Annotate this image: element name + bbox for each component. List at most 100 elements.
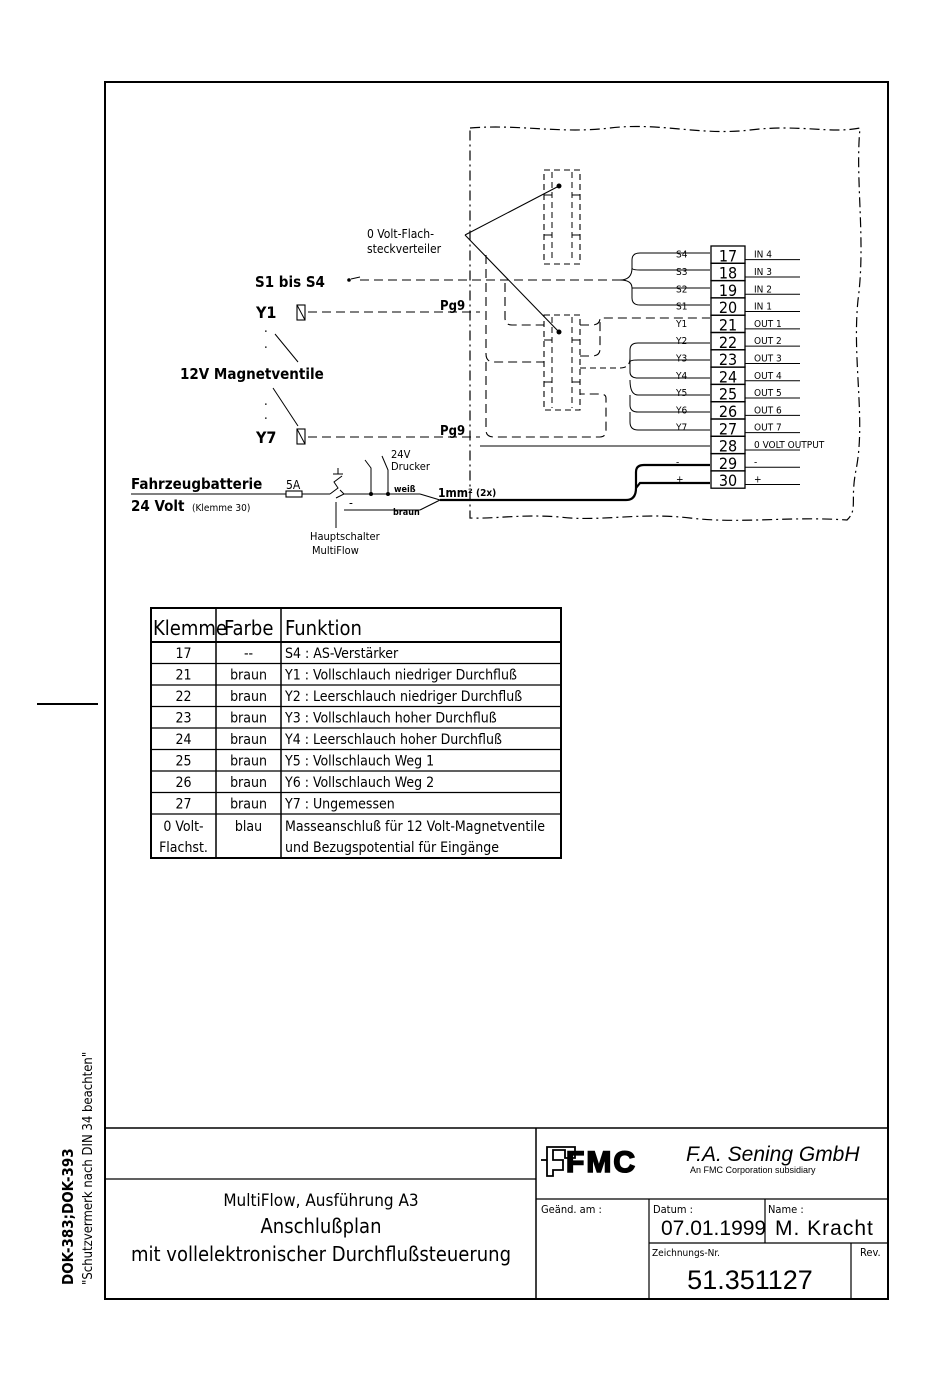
cable-gland-2: Pg9 (440, 424, 465, 439)
fuse-rating: 5A (286, 478, 301, 492)
valve-dot: . (264, 321, 268, 336)
terminal-wire-label: + (676, 475, 684, 486)
cable-count: (2x) (476, 488, 496, 499)
table-border (150, 607, 562, 859)
terminal-number: 21 (719, 316, 737, 335)
doc-ids: DOK-383;DOK-393 (59, 1148, 77, 1285)
table-cell-farbe: braun (230, 668, 267, 684)
terminal-number: 18 (719, 264, 737, 283)
table-cell-klemme: 22 (175, 689, 191, 705)
terminal-number: 25 (719, 385, 737, 404)
title-line-1: MultiFlow, Ausführung A3 (223, 1191, 418, 1211)
terminal-function: OUT 7 (754, 423, 782, 434)
table-cell-funktion: Y1 : Vollschlauch niedriger Durchfluß (284, 668, 517, 684)
table-cell-klemme: 23 (175, 711, 191, 727)
wire-brown-label: braun (393, 508, 420, 518)
date-value: 07.01.1999 (661, 1217, 766, 1240)
terminal-function: OUT 5 (754, 388, 782, 399)
main-switch-icon (329, 468, 345, 499)
table-cell-klemme: 24 (175, 732, 191, 748)
table-cell-klemme: 0 Volt- (163, 819, 203, 835)
table-cell-farbe: blau (235, 819, 262, 835)
terminal-function: IN 3 (754, 267, 772, 278)
valve-dot: . (264, 408, 268, 423)
terminal-function: OUT 6 (754, 405, 782, 416)
terminal-wire-label: Y6 (675, 405, 687, 416)
title-line-2: Anschlußplan (261, 1214, 382, 1238)
terminal-function: OUT 3 (754, 353, 782, 364)
terminal-wire-label: Y5 (675, 388, 687, 399)
main-switch-label-1: Hauptschalter (310, 530, 381, 543)
fmc-logo-text: FMC (566, 1146, 637, 1179)
terminal-wire-label: Y2 (675, 336, 687, 347)
table-cell-funktion: S4 : AS-Verstärker (285, 646, 399, 662)
title-block: FMC F.A. Sening GmbH An FMC Corporation … (105, 1127, 888, 1299)
terminal-wire-label: S1 (676, 302, 687, 313)
table-cell-funktion: Y5 : Vollschlauch Weg 1 (284, 754, 434, 770)
terminal-function: OUT 1 (754, 319, 782, 330)
terminal-function: OUT 4 (754, 371, 782, 382)
terminal-number: 23 (719, 350, 737, 369)
minus-label: - (349, 496, 353, 510)
wire-white-label: weiß (394, 485, 416, 495)
coil-y7-icon (296, 428, 306, 445)
flat-connector-upper (543, 169, 581, 265)
table-cell-klemme: 26 (175, 775, 191, 791)
table-cell-funktion: und Bezugspotential für Eingänge (285, 840, 499, 856)
terminal-function: IN 4 (754, 250, 772, 261)
pressure-label: Drucker (391, 460, 431, 473)
terminal-wire-label: Y1 (675, 319, 687, 330)
table-cell-klemme: 21 (175, 668, 191, 684)
inputs-label: S1 bis S4 (255, 273, 325, 291)
control-unit-outline (469, 125, 862, 521)
battery-terminal: (Klemme 30) (192, 503, 250, 514)
terminal-function: - (754, 457, 757, 468)
drawing-no: 51.351127 (687, 1265, 813, 1295)
table-cell-farbe: braun (230, 689, 267, 705)
valve-y1-label: Y1 (255, 303, 276, 322)
table-cell-farbe: braun (230, 754, 267, 770)
flat-connector-lower (543, 314, 581, 411)
terminal-number: 19 (719, 281, 737, 300)
terminal-number: 22 (719, 333, 737, 352)
table-cell-klemme: 25 (175, 754, 191, 770)
terminal-number: 24 (719, 367, 737, 386)
table-cell-funktion: Masseanschluß für 12 Volt-Magnetventile (285, 819, 545, 835)
terminal-wire-label: Y4 (675, 371, 687, 382)
terminal-function: OUT 2 (754, 336, 782, 347)
table-cell-funktion: Y6 : Vollschlauch Weg 2 (284, 775, 434, 791)
valve-dot: . (264, 337, 268, 352)
main-switch-label-2: MultiFlow (312, 544, 359, 557)
terminal-wire-label: S4 (676, 250, 688, 261)
internal-wiring (485, 255, 710, 438)
terminal-number: 30 (719, 471, 737, 490)
terminal-box (710, 470, 746, 489)
table-cell-farbe: braun (230, 732, 267, 748)
output-wires (308, 311, 710, 447)
supply-24v: 24V (391, 448, 411, 461)
battery-label-1: Fahrzeugbatterie (131, 475, 262, 493)
table-cell-funktion: Y4 : Leerschlauch hoher Durchfluß (284, 732, 502, 748)
name-value: M. Kracht (775, 1217, 874, 1240)
power-wires (470, 463, 710, 502)
flat-connector-label-1: 0 Volt-Flach- (367, 227, 434, 241)
date-label: Datum : (653, 1203, 693, 1216)
terminal-function: 0 VOLT OUTPUT (754, 440, 825, 451)
input-switch-icon (347, 276, 361, 282)
table-cell-farbe: -- (244, 646, 253, 662)
valves-label: 12V Magnetventile (180, 365, 324, 383)
table-cell-farbe: braun (230, 797, 267, 813)
input-wires (360, 252, 710, 306)
table-header-cell: Farbe (224, 616, 273, 640)
table-cell-farbe: braun (230, 711, 267, 727)
flat-connector-label-2: steckverteiler (367, 242, 442, 256)
cable-gland-1: Pg9 (440, 299, 465, 314)
table-header-cell: Funktion (285, 616, 362, 640)
company-subsidiary: An FMC Corporation subsidiary (690, 1165, 816, 1175)
valve-dot: . (264, 394, 268, 409)
terminal-wire-label: S3 (676, 267, 687, 278)
coil-y1-icon (296, 304, 306, 321)
